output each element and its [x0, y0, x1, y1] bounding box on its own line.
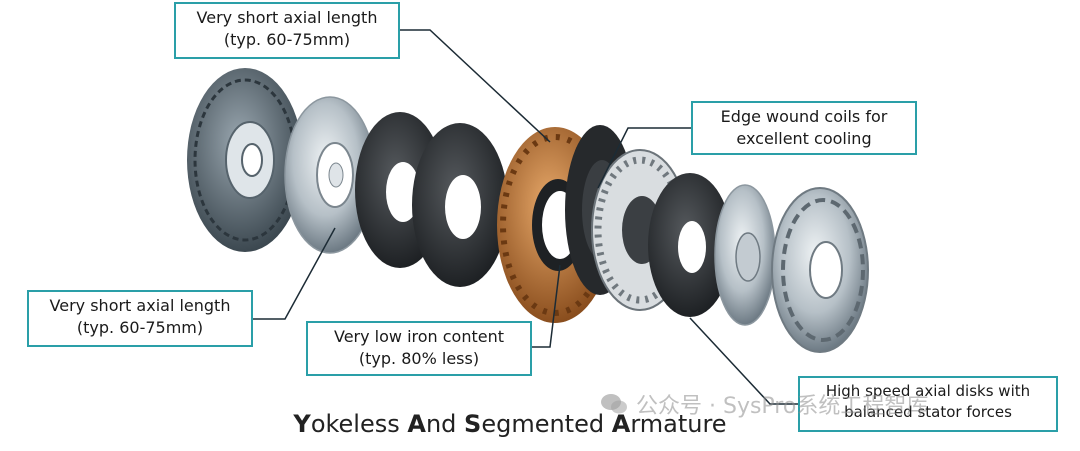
caption-word-1: okeless [310, 410, 408, 438]
callout-high-speed-disks-line1: High speed axial disks with [825, 382, 1031, 400]
leader-line-bottom-mid [532, 264, 561, 348]
callout-axial-length-bottom-line1: Very short axial length [49, 296, 231, 315]
callout-high-speed-disks-line2: balanced stator forces [844, 403, 1012, 421]
left-rotor-disk [284, 96, 376, 254]
caption-initial-y: Y [293, 410, 311, 438]
right-end-housing [771, 187, 869, 353]
callout-axial-length-top-line1: Very short axial length [196, 8, 378, 27]
callout-axial-length-bottom: Very short axial length (typ. 60-75mm) [27, 290, 253, 347]
right-magnet-disk [648, 173, 732, 317]
callout-low-iron-content-line2: (typ. 80% less) [358, 349, 480, 368]
caption-initial-s: S [464, 410, 482, 438]
callout-axial-length-bottom-line2: (typ. 60-75mm) [76, 318, 204, 337]
leader-line-top-left [400, 29, 551, 143]
leader-lines [253, 29, 798, 405]
caption-initial-a2: A [611, 410, 631, 438]
caption-word-4: rmature [630, 410, 727, 438]
leader-line-bottom-left [253, 227, 336, 320]
callout-axial-length-top-line2: (typ. 60-75mm) [223, 30, 351, 49]
diagram-caption: Yokeless And Segmented Armature [260, 410, 760, 438]
callout-edge-wound-coils-line1: Edge wound coils for [720, 107, 888, 126]
caption-initial-a1: A [407, 410, 426, 438]
callout-low-iron-content-line1: Very low iron content [333, 327, 505, 346]
callout-edge-wound-coils-line2: excellent cooling [736, 129, 872, 148]
watermark-text: 公众号 · SysPro系统工程智库 [636, 394, 929, 419]
leader-line-bottom-right [689, 317, 798, 405]
left-end-housing [187, 68, 303, 252]
callout-axial-length-top: Very short axial length (typ. 60-75mm) [174, 2, 400, 59]
caption-word-3: egmented [481, 410, 612, 438]
caption-word-2: nd [425, 410, 465, 438]
callout-edge-wound-coils: Edge wound coils for excellent cooling [691, 101, 917, 155]
leader-line-top-right [597, 127, 691, 189]
callout-high-speed-disks: High speed axial disks with balanced sta… [798, 376, 1058, 432]
right-rotor-disk [714, 184, 776, 326]
watermark: 公众号 · SysPro系统工程智库 [600, 388, 928, 420]
callout-low-iron-content: Very low iron content (typ. 80% less) [306, 321, 532, 376]
wechat-icon [601, 394, 627, 414]
left-magnet-disk-2 [412, 123, 508, 287]
